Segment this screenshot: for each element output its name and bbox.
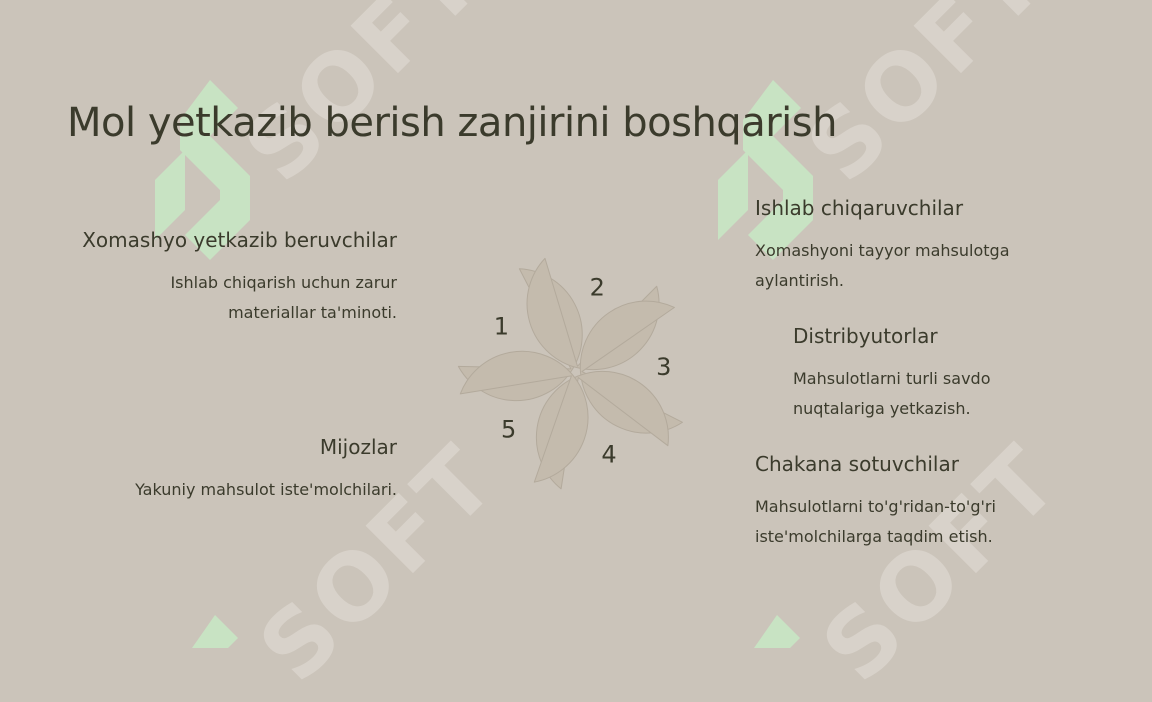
item-desc: Ishlab chiqarish uchun zarur materiallar… bbox=[170, 273, 397, 322]
item-title: Ishlab chiqaruvchilar bbox=[755, 196, 964, 220]
petal-number-2: 2 bbox=[590, 274, 605, 302]
item-title: Distribyutorlar bbox=[793, 324, 938, 348]
item-title: Chakana sotuvchilar bbox=[755, 452, 959, 476]
item-desc: Xomashyoni tayyor mahsulotga aylantirish… bbox=[755, 241, 1010, 290]
item-suppliers: Xomashyo yetkazib beruvchilar Ishlab chi… bbox=[57, 228, 397, 328]
petal-number-3: 3 bbox=[656, 353, 671, 381]
petal-5 bbox=[459, 350, 589, 483]
item-title: Mijozlar bbox=[319, 435, 397, 459]
item-manufacturers: Ishlab chiqaruvchilar Xomashyoni tayyor … bbox=[755, 196, 1055, 296]
item-retailers: Chakana sotuvchilar Mahsulotlarni to'g'r… bbox=[755, 452, 1055, 552]
petal-number-1: 1 bbox=[494, 312, 509, 340]
petal-3 bbox=[579, 300, 683, 434]
flower-diagram: 1 2 3 4 5 bbox=[457, 257, 683, 490]
item-desc: Mahsulotlarni turli savdo nuqtalariga ye… bbox=[793, 369, 991, 418]
petal-number-4: 4 bbox=[601, 441, 616, 469]
page-title: Mol yetkazib berish zanjirini boshqarish bbox=[67, 100, 837, 146]
item-desc: Mahsulotlarni to'g'ridan-to'g'ri iste'mo… bbox=[755, 497, 996, 546]
petal-number-5: 5 bbox=[501, 416, 516, 444]
item-title: Xomashyo yetkazib beruvchilar bbox=[82, 228, 397, 252]
petal-2 bbox=[526, 257, 660, 371]
item-customers: Mijozlar Yakuniy mahsulot iste'molchilar… bbox=[57, 435, 397, 505]
item-distributors: Distribyutorlar Mahsulotlarni turli savd… bbox=[793, 324, 1053, 424]
item-desc: Yakuniy mahsulot iste'molchilari. bbox=[135, 480, 397, 499]
